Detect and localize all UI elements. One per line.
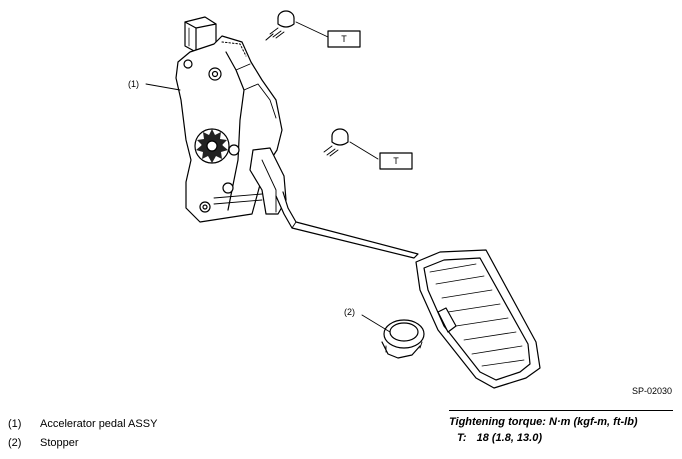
pedal-pad — [415, 249, 541, 389]
torque-box-lower — [379, 152, 413, 170]
legend-item: (1) Accelerator pedal ASSY — [8, 415, 157, 434]
sensor-rotor — [194, 128, 230, 164]
legend-number: (1) — [8, 418, 22, 430]
legend-label: Stopper — [40, 437, 79, 449]
torque-marker-lower: T — [393, 156, 399, 166]
torque-box-upper — [327, 30, 361, 48]
torque-divider — [449, 410, 673, 411]
leader-line-t-upper — [295, 21, 329, 38]
leader-line-1 — [145, 83, 181, 91]
callout-2: (2) — [344, 307, 355, 317]
legend-number: (2) — [8, 437, 22, 449]
leader-line-2 — [361, 314, 391, 333]
torque-value-row: T: 18 (1.8, 13.0) — [449, 430, 673, 446]
bolt-upper — [265, 10, 295, 41]
pedal-arm — [275, 191, 419, 259]
torque-symbol: T: — [457, 432, 467, 444]
figure-code: SP-02030 — [632, 386, 672, 396]
accelerator-pedal-diagram: (1) (2) T T SP-02030 — [128, 10, 672, 396]
torque-marker-upper: T — [341, 34, 347, 44]
torque-title: Tightening torque: N·m (kgf-m, ft-lb) — [449, 416, 638, 428]
callout-1: (1) — [128, 79, 139, 89]
torque-value: 18 (1.8, 13.0) — [476, 432, 543, 444]
parts-legend: (1) Accelerator pedal ASSY (2) Stopper — [8, 415, 157, 453]
bolt-lower — [323, 128, 349, 157]
legend-item: (2) Stopper — [8, 434, 157, 453]
stopper — [381, 319, 425, 359]
leader-line-t-lower — [349, 141, 379, 160]
tightening-torque-panel: Tightening torque: N·m (kgf-m, ft-lb) T:… — [449, 410, 673, 446]
legend-label: Accelerator pedal ASSY — [40, 418, 158, 430]
